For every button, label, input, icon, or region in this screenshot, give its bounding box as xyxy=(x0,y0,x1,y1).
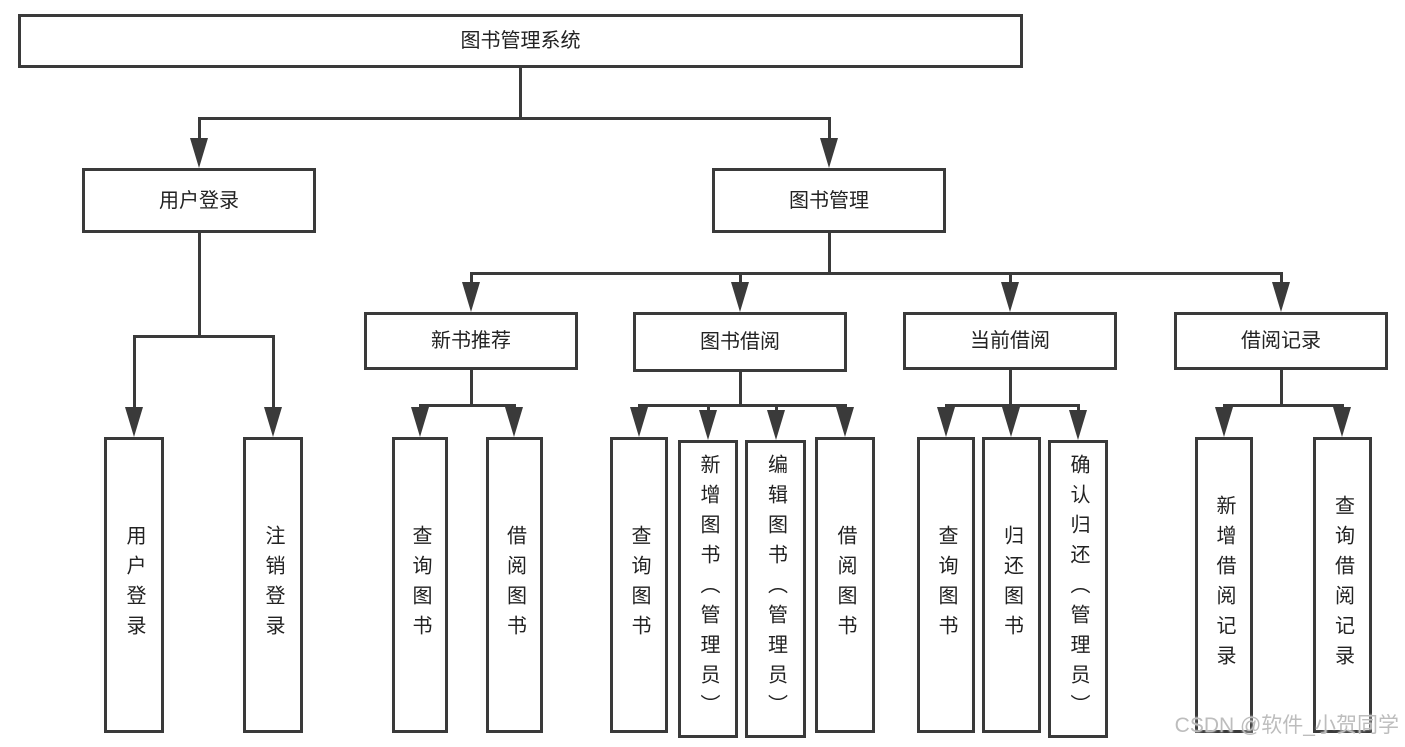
node-label: 借阅记录 xyxy=(1241,330,1321,352)
arrow-down-icon xyxy=(1215,407,1233,437)
node-label: 归还图书 xyxy=(1000,525,1023,645)
node-label: 编辑图书（管理员） xyxy=(764,454,787,724)
node-label: 图书借阅 xyxy=(700,331,780,353)
connector-line xyxy=(827,233,831,275)
connector-line xyxy=(738,273,742,286)
node-nb-query-books: 查询图书 xyxy=(392,437,448,733)
connector-line xyxy=(774,405,778,414)
connector-line xyxy=(132,334,275,338)
arrow-down-icon xyxy=(505,407,523,437)
connector-line xyxy=(197,118,201,142)
connector-line xyxy=(197,233,201,338)
connector-line xyxy=(1008,273,1012,286)
connector-line xyxy=(469,271,1283,275)
node-book-mgmt: 图书管理 xyxy=(712,168,946,233)
node-br-add-record: 新增借阅记录 xyxy=(1195,437,1253,733)
node-cb-confirm-return: 确认归还（管理员） xyxy=(1048,440,1108,738)
node-label: 用户登录 xyxy=(159,189,239,212)
arrow-down-icon xyxy=(937,407,955,437)
node-label: 新书推荐 xyxy=(431,330,511,352)
node-label: 查询图书 xyxy=(935,525,957,645)
node-label: 借阅图书 xyxy=(503,525,526,645)
arrow-down-icon xyxy=(630,407,648,437)
node-login-leaf: 用户登录 xyxy=(104,437,164,733)
node-label: 新增借阅记录 xyxy=(1213,495,1235,675)
connector-line xyxy=(1076,405,1080,414)
connector-line xyxy=(469,273,473,286)
arrow-down-icon xyxy=(411,407,429,437)
arrow-down-icon xyxy=(1333,407,1351,437)
arrow-down-icon xyxy=(1272,282,1290,312)
connector-line xyxy=(418,403,516,407)
node-current-borrow: 当前借阅 xyxy=(903,312,1117,370)
arrow-down-icon xyxy=(820,138,838,168)
node-borrow-records: 借阅记录 xyxy=(1174,312,1388,370)
connector-line xyxy=(132,336,136,411)
node-book-borrow: 图书借阅 xyxy=(633,312,847,372)
node-nb-borrow-books: 借阅图书 xyxy=(486,437,543,733)
node-cb-query-books: 查询图书 xyxy=(917,437,975,733)
arrow-down-icon xyxy=(1002,407,1020,437)
arrow-down-icon xyxy=(125,407,143,437)
node-root: 图书管理系统 xyxy=(18,14,1023,68)
arrow-down-icon xyxy=(767,410,785,440)
node-label: 查询图书 xyxy=(628,525,650,645)
node-new-book-rec: 新书推荐 xyxy=(364,312,578,370)
arrow-down-icon xyxy=(1001,282,1019,312)
watermark: CSDN @软件_小贺同学 xyxy=(1174,714,1399,737)
arrow-down-icon xyxy=(264,407,282,437)
connector-line xyxy=(1222,403,1344,407)
node-user-login: 用户登录 xyxy=(82,168,316,233)
connector-line xyxy=(637,403,847,407)
arrow-down-icon xyxy=(836,407,854,437)
connector-line xyxy=(827,118,831,142)
node-label: 查询图书 xyxy=(409,525,431,645)
node-label: 注销登录 xyxy=(262,525,284,645)
node-bb-borrow-books: 借阅图书 xyxy=(815,437,875,733)
connector-line xyxy=(738,372,742,407)
node-label: 新增图书（管理员） xyxy=(697,454,719,724)
node-label: 查询借阅记录 xyxy=(1331,495,1354,675)
node-label: 图书管理 xyxy=(789,189,869,212)
connector-line xyxy=(1279,370,1283,407)
arrow-down-icon xyxy=(462,282,480,312)
node-bb-query-books: 查询图书 xyxy=(610,437,668,733)
node-label: 当前借阅 xyxy=(970,330,1050,352)
node-label: 借阅图书 xyxy=(834,525,856,645)
arrow-down-icon xyxy=(699,410,717,440)
connector-line xyxy=(1008,370,1012,407)
node-label: 确认归还（管理员） xyxy=(1067,454,1089,724)
arrow-down-icon xyxy=(1069,410,1087,440)
node-cb-return-books: 归还图书 xyxy=(982,437,1041,733)
connector-line xyxy=(197,116,831,120)
node-label: 用户登录 xyxy=(123,525,145,645)
connector-line xyxy=(271,336,275,411)
node-logout-leaf: 注销登录 xyxy=(243,437,303,733)
connector-line xyxy=(518,68,522,120)
node-bb-add-books: 新增图书（管理员） xyxy=(678,440,738,738)
node-label: 图书管理系统 xyxy=(460,30,581,52)
connector-line xyxy=(706,405,710,414)
connector-line xyxy=(1279,273,1283,286)
node-bb-edit-books: 编辑图书（管理员） xyxy=(745,440,806,738)
arrow-down-icon xyxy=(190,138,208,168)
node-br-query-record: 查询借阅记录 xyxy=(1313,437,1372,733)
connector-line xyxy=(469,370,473,407)
arrow-down-icon xyxy=(731,282,749,312)
